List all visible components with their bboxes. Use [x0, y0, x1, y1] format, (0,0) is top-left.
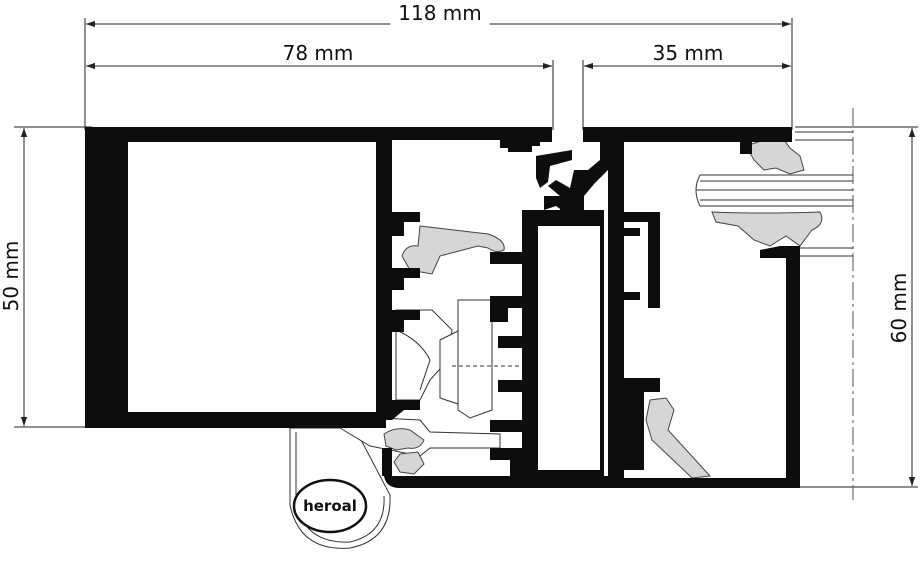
glazing-unit	[695, 131, 853, 257]
thermal-break-outline	[338, 299, 520, 457]
dim-overall-width-label: 118 mm	[398, 1, 482, 25]
aluminium-profiles	[85, 127, 800, 488]
heroal-logo: heroal	[303, 497, 357, 515]
dim-left-width-label: 78 mm	[283, 41, 354, 65]
bottom-clip-cover: heroal	[289, 427, 391, 549]
gaskets	[383, 137, 823, 479]
dim-left-height-label: 50 mm	[0, 241, 23, 312]
dim-right-width-label: 35 mm	[653, 41, 724, 65]
dim-right-height-label: 60 mm	[887, 273, 911, 344]
